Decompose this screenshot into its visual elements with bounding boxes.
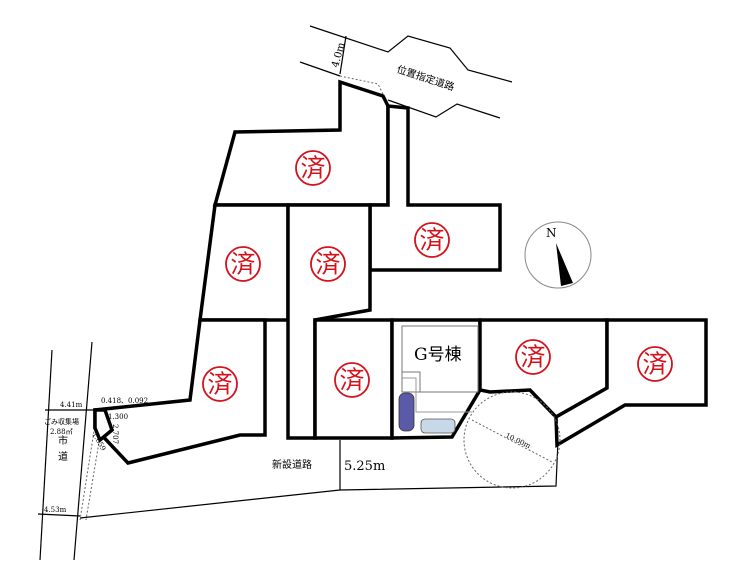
- road-width-arrow: [339, 35, 347, 75]
- sold-stamp: 済: [310, 246, 346, 282]
- city-road-label-1: 市: [58, 434, 68, 447]
- turnaround-diameter: 10.00m: [504, 432, 532, 451]
- designated-road: 4.0m 位置指定道路: [299, 25, 513, 119]
- garbage-label: ごみ収集場: [44, 417, 79, 426]
- g-building: G号棟: [398, 325, 479, 434]
- sold-stamp: 済: [202, 366, 238, 402]
- city-road-label-2: 道: [58, 450, 68, 463]
- new-road-width: 5.25m: [344, 459, 385, 474]
- sold-stamp: 済: [515, 339, 551, 375]
- sold-stamp: 済: [414, 222, 450, 258]
- garbage-dim: 0.418、0.092: [101, 397, 148, 405]
- svg-text:済: 済: [520, 343, 545, 372]
- svg-text:済: 済: [339, 366, 364, 395]
- svg-text:済: 済: [315, 250, 340, 279]
- new-road: 新設道路 5.25m: [79, 439, 559, 519]
- lot-1: [212, 79, 390, 207]
- car-icon: [420, 418, 456, 434]
- designated-road-label: 位置指定道路: [395, 62, 456, 93]
- compass-label: N: [546, 226, 557, 240]
- garbage-dim: 1.300: [108, 413, 128, 421]
- lot-8: [554, 318, 708, 448]
- city-road-width-bottom: 4.53m: [44, 506, 67, 514]
- city-road-width-top: 4.41m: [60, 401, 83, 409]
- svg-text:済: 済: [642, 350, 667, 379]
- city-road: 4.41m 4.53m 市 道: [37, 341, 105, 561]
- garbage-area: [93, 408, 115, 443]
- sold-stamps: 済 済 済 済 済 済 済 済: [202, 150, 673, 402]
- svg-text:済: 済: [230, 250, 255, 279]
- lots: [93, 79, 708, 465]
- svg-text:済: 済: [419, 226, 444, 255]
- lot-5: [93, 318, 267, 465]
- designated-road-width: 4.0m: [330, 41, 347, 69]
- svg-text:済: 済: [207, 370, 232, 399]
- sold-stamp: 済: [295, 150, 331, 186]
- svg-text:済: 済: [300, 154, 325, 183]
- car-icon: [398, 392, 415, 432]
- g-building-label: G号棟: [414, 345, 462, 365]
- garbage-area-size: 2.88㎡: [50, 428, 73, 436]
- sold-stamp: 済: [637, 346, 673, 382]
- sold-stamp: 済: [225, 246, 261, 282]
- sold-stamp: 済: [334, 362, 370, 398]
- new-road-label: 新設道路: [272, 458, 312, 471]
- garbage-dim: 2.707: [111, 424, 119, 444]
- compass-icon: N: [524, 221, 592, 289]
